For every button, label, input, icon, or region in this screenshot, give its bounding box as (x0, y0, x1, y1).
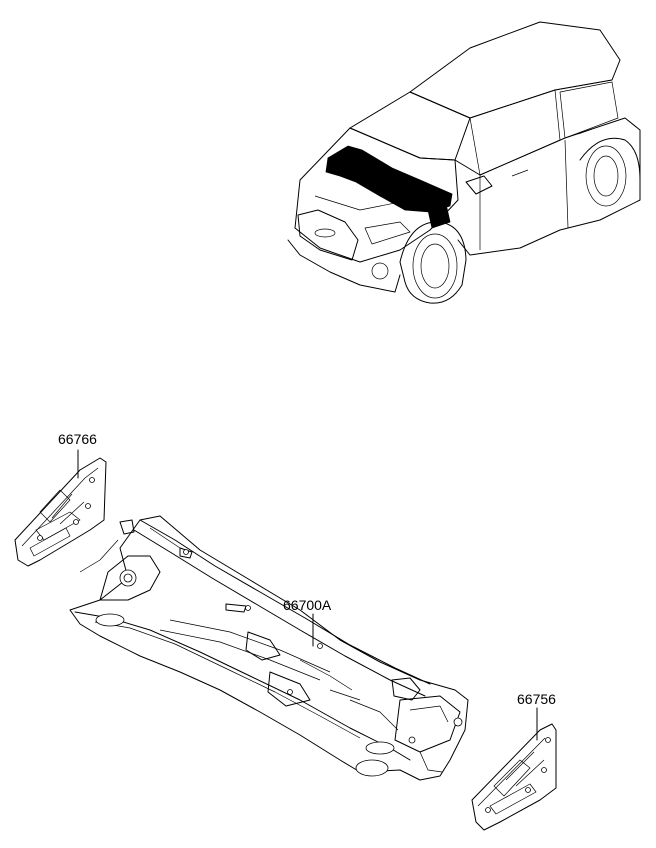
part-label-66766: 66766 (58, 431, 97, 447)
part-66700A-cowl-assembly (69, 515, 469, 781)
part-66766-panel (14, 457, 107, 567)
part-66756-panel (471, 723, 557, 831)
part-label-66700A: 66700A (283, 597, 332, 613)
part-label-66756: 66756 (517, 691, 556, 707)
vehicle-locator-illustration (287, 21, 641, 304)
